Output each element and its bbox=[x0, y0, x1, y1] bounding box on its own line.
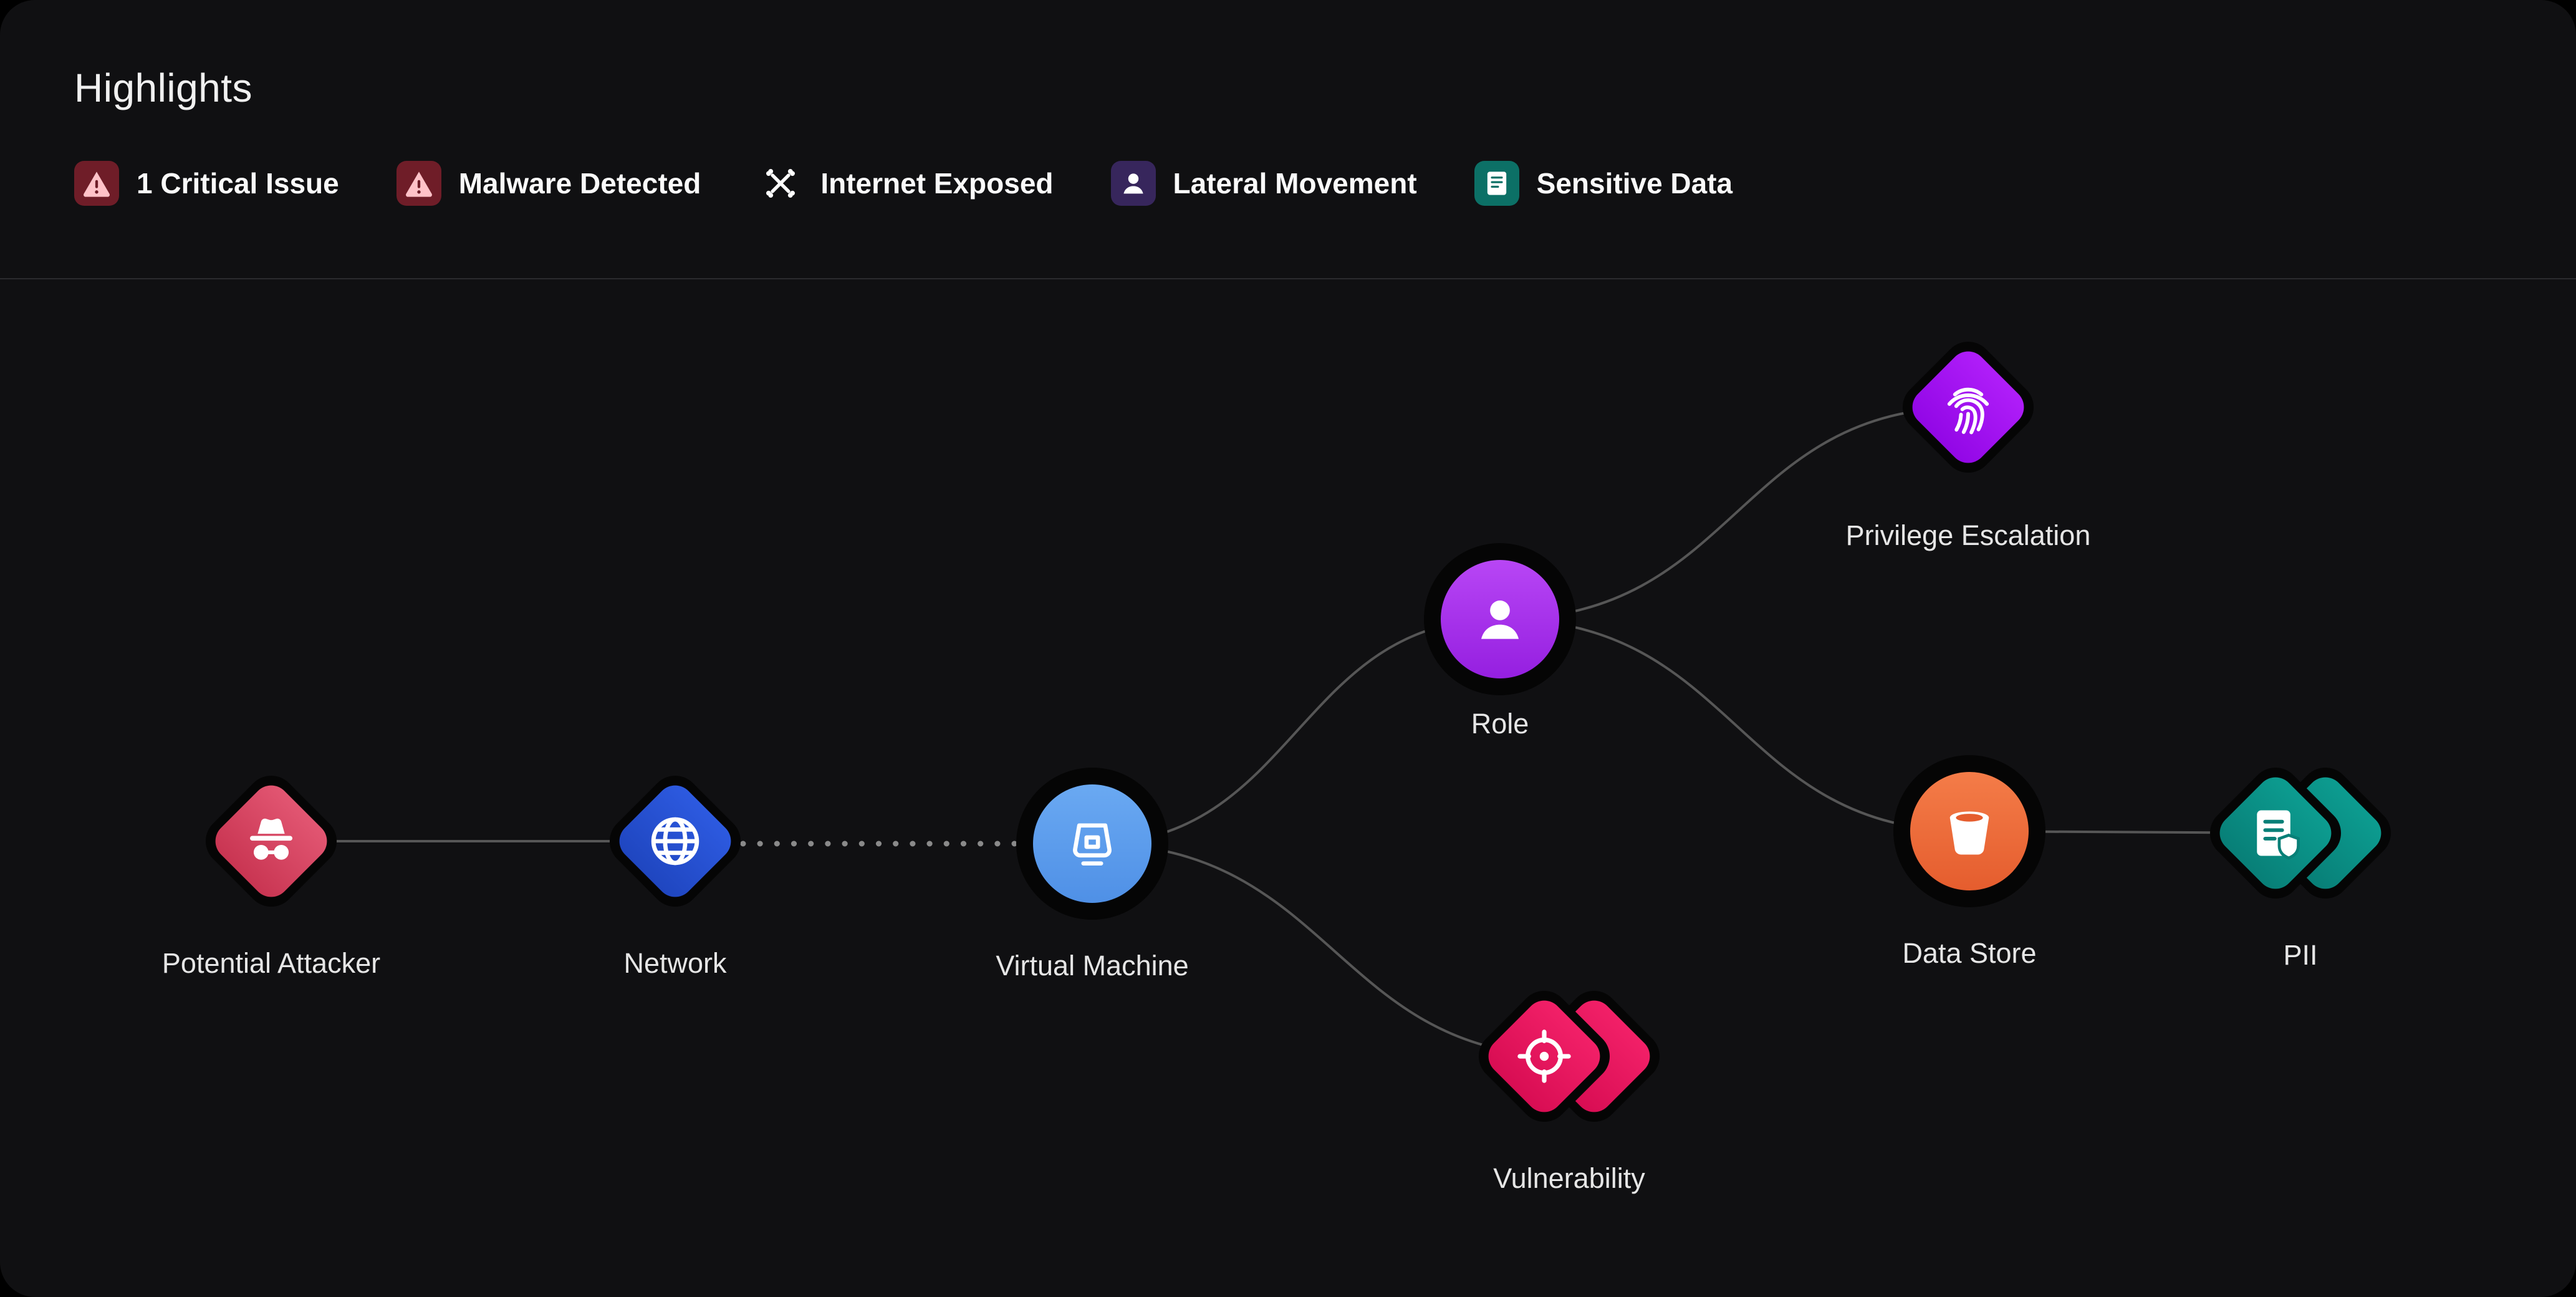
badge-sensitive-data[interactable]: Sensitive Data bbox=[1474, 161, 1733, 206]
badge-label: Internet Exposed bbox=[820, 167, 1054, 200]
edge-vm-to-vulnerability bbox=[1092, 842, 1570, 1058]
user-icon bbox=[1481, 600, 1519, 639]
badge-critical-issue[interactable]: 1 Critical Issue bbox=[74, 161, 339, 206]
node-label: Vulnerability bbox=[1493, 1162, 1645, 1194]
badge-label: Lateral Movement bbox=[1173, 167, 1417, 200]
node-label: PII bbox=[2283, 939, 2318, 971]
circle-fill bbox=[1441, 560, 1559, 678]
node-shape bbox=[1016, 768, 1168, 920]
lateral-movement-icon bbox=[1110, 161, 1156, 206]
badge-malware-detected[interactable]: Malware Detected bbox=[396, 161, 701, 206]
node-label: Role bbox=[1471, 708, 1529, 740]
badge-internet-exposed[interactable]: Internet Exposed bbox=[758, 161, 1054, 206]
virtual-machine-icon bbox=[1073, 823, 1112, 865]
node-label: Network bbox=[623, 947, 727, 979]
highlights-header: Highlights 1 Critical Issue Malware Dete… bbox=[0, 0, 2576, 279]
node-shape bbox=[1890, 329, 2046, 485]
node-shape bbox=[1893, 755, 2045, 907]
badge-label: Malware Detected bbox=[458, 167, 701, 200]
internet-exposed-icon bbox=[758, 161, 803, 206]
node-shape bbox=[1424, 543, 1576, 695]
node-shape bbox=[1466, 978, 1672, 1134]
highlights-badges: 1 Critical Issue Malware Detected bbox=[74, 161, 1733, 206]
fingerprint-icon bbox=[1947, 387, 1989, 435]
spy-icon bbox=[250, 818, 292, 860]
node-label: Data Store bbox=[1902, 937, 2037, 969]
badge-lateral-movement[interactable]: Lateral Movement bbox=[1110, 161, 1417, 206]
crosshair-icon bbox=[1517, 1029, 1571, 1083]
globe-icon bbox=[651, 817, 699, 865]
node-shape bbox=[193, 763, 349, 919]
badge-label: Sensitive Data bbox=[1536, 167, 1733, 200]
edge-vm-to-role bbox=[1092, 618, 1501, 845]
edge-role-to-datastore bbox=[1499, 618, 1970, 832]
stack-front-diamond bbox=[1466, 978, 1622, 1134]
circle-fill bbox=[1033, 784, 1151, 903]
bucket-icon bbox=[1949, 811, 1989, 855]
node-shape bbox=[2198, 755, 2403, 911]
critical-warning-icon bbox=[74, 161, 119, 206]
circle-fill bbox=[1910, 772, 2029, 890]
node-label: Privilege Escalation bbox=[1845, 519, 2091, 551]
malware-warning-icon bbox=[396, 161, 441, 206]
document-shield-icon bbox=[2257, 810, 2300, 860]
node-shape bbox=[597, 763, 753, 919]
stack-front-diamond bbox=[2198, 755, 2353, 911]
badge-label: 1 Critical Issue bbox=[137, 167, 339, 200]
node-label: Potential Attacker bbox=[161, 947, 381, 979]
edge-role-to-privesc bbox=[1499, 406, 1969, 620]
node-label: Virtual Machine bbox=[996, 950, 1189, 981]
highlights-title: Highlights bbox=[74, 65, 253, 110]
sensitive-data-icon bbox=[1474, 161, 1519, 206]
